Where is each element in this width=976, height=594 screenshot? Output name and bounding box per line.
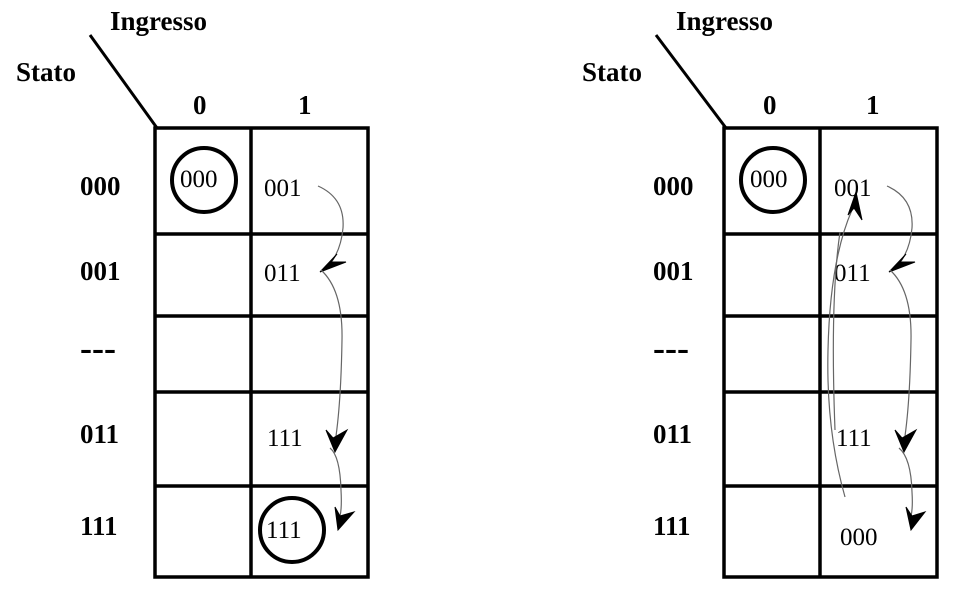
- arrow-head: [319, 253, 347, 273]
- return-arrow: [832, 231, 841, 431]
- return-arrow: [827, 209, 853, 498]
- transition-arrow: [889, 269, 912, 437]
- arrow-head: [894, 428, 918, 454]
- transition-arrow: [329, 447, 342, 517]
- cell-4-1: 000: [840, 524, 878, 551]
- table-grid: [153, 126, 370, 579]
- transition-table-right: Ingresso Stato 0 1 000 001 --- 011 111 0…: [582, 6, 939, 579]
- state-label: Stato: [16, 57, 76, 87]
- input-label: Ingresso: [110, 6, 207, 36]
- cell-0-1: 001: [834, 175, 872, 202]
- cell-0-0: 000: [180, 166, 218, 193]
- header-diagonal: [654, 34, 728, 129]
- transition-arrows: [827, 185, 927, 532]
- cell-3-1: 111: [267, 425, 303, 452]
- cell-1-1: 011: [834, 260, 871, 287]
- cell-0-0: 000: [750, 166, 788, 193]
- row-state-1: 001: [80, 256, 121, 286]
- transition-arrow: [320, 269, 343, 437]
- state-label: Stato: [582, 57, 642, 87]
- transition-table-left: Ingresso Stato 0 1 000 001 --- 011 111 0…: [16, 6, 370, 579]
- arrow-head: [888, 253, 916, 273]
- header-diagonal: [88, 34, 159, 129]
- row-state-0: 000: [653, 171, 694, 201]
- arrow-head: [334, 506, 356, 532]
- transition-arrow: [886, 185, 913, 265]
- input-label: Ingresso: [676, 6, 773, 36]
- column-header-1: 1: [298, 90, 312, 120]
- table-grid: [722, 126, 939, 579]
- row-state-2: ---: [653, 328, 689, 368]
- cell-0-1: 001: [264, 175, 302, 202]
- arrow-head: [847, 190, 863, 221]
- row-state-4: 111: [80, 511, 118, 541]
- cell-3-1: 111: [836, 425, 872, 452]
- arrow-head: [905, 506, 927, 532]
- column-header-1: 1: [866, 90, 880, 120]
- arrow-head: [325, 428, 349, 454]
- cell-4-1: 111: [266, 517, 302, 544]
- row-state-4: 111: [653, 511, 691, 541]
- row-state-1: 001: [653, 256, 694, 286]
- transition-arrows: [317, 185, 356, 532]
- row-state-2: ---: [80, 328, 116, 368]
- transition-arrow: [317, 185, 344, 265]
- row-state-3: 011: [80, 419, 119, 449]
- transition-arrow: [898, 447, 913, 517]
- stable-state-circle: [170, 146, 238, 214]
- stable-state-circle: [739, 146, 807, 214]
- column-header-0: 0: [763, 90, 777, 120]
- row-state-0: 000: [80, 171, 121, 201]
- column-header-0: 0: [193, 90, 207, 120]
- stable-state-circle: [258, 496, 326, 564]
- row-state-3: 011: [653, 419, 692, 449]
- cell-1-1: 011: [264, 260, 301, 287]
